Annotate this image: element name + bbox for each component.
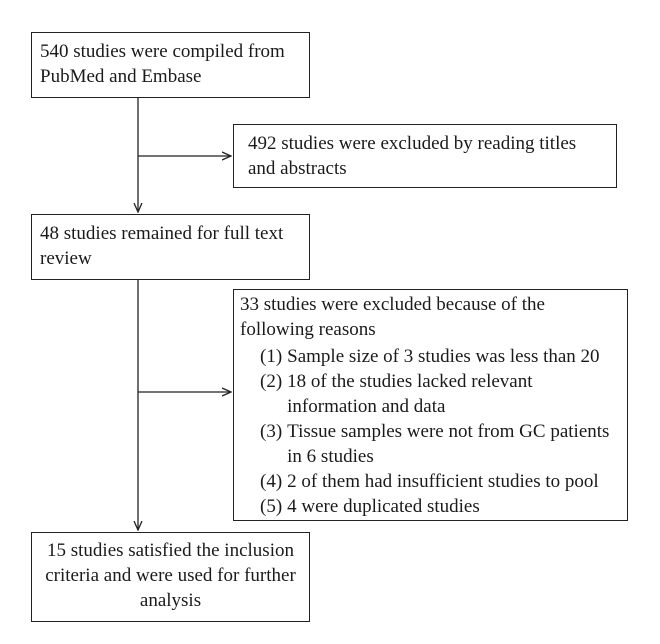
reason-text: 18 of the studies lacked relevant inform…	[287, 371, 533, 417]
full-text-review-text: 48 studies remained for full text review	[40, 223, 284, 269]
reason-item: (2) 18 of the studies lacked relevant in…	[240, 369, 621, 419]
reason-text: Sample size of 3 studies was less than 2…	[287, 346, 600, 367]
compiled-studies-text: 540 studies were compiled from PubMed an…	[40, 41, 285, 87]
included-studies-box: 15 studies satisfied the inclusion crite…	[31, 532, 310, 622]
excluded-reasons-heading: 33 studies were excluded because of the …	[240, 294, 545, 340]
excluded-by-titles-text: 492 studies were excluded by reading tit…	[248, 133, 577, 179]
compiled-studies-box: 540 studies were compiled from PubMed an…	[31, 32, 310, 98]
reason-number: (2)	[260, 371, 283, 392]
reason-number: (1)	[260, 346, 283, 367]
reason-item: (1) Sample size of 3 studies was less th…	[240, 344, 621, 369]
reason-text: 4 were duplicated studies	[287, 496, 480, 517]
reason-item: (5) 4 were duplicated studies	[240, 494, 621, 519]
full-text-review-box: 48 studies remained for full text review	[31, 214, 310, 280]
reasons-list: (1) Sample size of 3 studies was less th…	[240, 344, 621, 519]
reason-item: (4) 2 of them had insufficient studies t…	[240, 469, 621, 494]
reason-item: (3) Tissue samples were not from GC pati…	[240, 419, 621, 469]
reason-number: (3)	[260, 421, 283, 442]
excluded-reasons-box: 33 studies were excluded because of the …	[233, 289, 628, 521]
reason-text: 2 of them had insufficient studies to po…	[287, 471, 599, 492]
included-studies-text: 15 studies satisfied the inclusion crite…	[45, 540, 296, 611]
reason-number: (5)	[260, 496, 283, 517]
excluded-by-titles-box: 492 studies were excluded by reading tit…	[233, 124, 617, 188]
reason-number: (4)	[260, 471, 283, 492]
reason-text: Tissue samples were not from GC patients…	[287, 421, 610, 467]
